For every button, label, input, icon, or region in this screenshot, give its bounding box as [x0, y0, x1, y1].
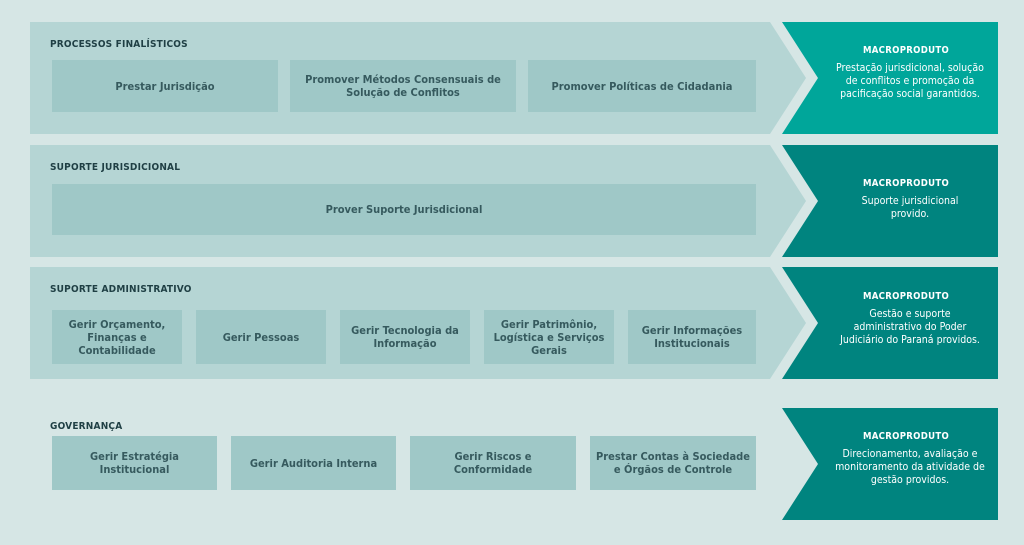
process-box: Promover Métodos Consensuais de Solução … — [290, 60, 516, 112]
macro-description: Suporte jurisdicional provido. — [861, 195, 959, 220]
lane-title: GOVERNANÇA — [50, 421, 123, 432]
process-box: Gerir Pessoas — [196, 310, 326, 364]
process-box: Prestar Contas à Sociedade e Órgãos de C… — [590, 436, 756, 490]
macro-label: MACROPRODUTO — [862, 431, 950, 442]
macro-product: MACROPRODUTO Prestação jurisdicional, so… — [800, 44, 1012, 101]
process-box: Gerir Auditoria Interna — [231, 436, 396, 490]
process-box: Gerir Patrimônio, Logística e Serviços G… — [484, 310, 614, 364]
macro-chevron-suporte-administrativo — [782, 267, 998, 379]
macro-description: Direcionamento, avaliação e monitorament… — [835, 448, 985, 486]
macro-product: MACROPRODUTO Gestão e suporte administra… — [800, 290, 1012, 347]
process-box: Gerir Informações Institucionais — [628, 310, 756, 364]
macro-chevron-processos — [782, 22, 998, 134]
process-box: Gerir Estratégia Institucional — [52, 436, 217, 490]
lane-title: SUPORTE JURISDICIONAL — [50, 162, 181, 173]
macro-label: MACROPRODUTO — [862, 45, 950, 56]
macro-label: MACROPRODUTO — [862, 291, 950, 302]
process-box: Prestar Jurisdição — [52, 60, 278, 112]
process-box: Gerir Tecnologia da Informação — [340, 310, 470, 364]
macro-chevron-governanca — [782, 408, 998, 520]
process-box: Gerir Riscos e Conformidade — [410, 436, 576, 490]
macro-description: Prestação jurisdicional, solução de conf… — [836, 62, 984, 100]
lane-title: SUPORTE ADMINISTRATIVO — [50, 284, 192, 295]
lane-title: PROCESSOS FINALÍSTICOS — [50, 39, 188, 50]
process-box: Gerir Orçamento, Finanças e Contabilidad… — [52, 310, 182, 364]
macro-product: MACROPRODUTO Direcionamento, avaliação e… — [800, 430, 1012, 487]
process-box: Promover Políticas de Cidadania — [528, 60, 756, 112]
macro-label: MACROPRODUTO — [862, 178, 950, 189]
macro-product: MACROPRODUTO Suporte jurisdicional provi… — [800, 177, 1012, 221]
process-box: Prover Suporte Jurisdicional — [52, 184, 756, 235]
macro-chevron-suporte-jurisdicional — [782, 145, 998, 257]
macro-description: Gestão e suporte administrativo do Poder… — [840, 308, 980, 346]
